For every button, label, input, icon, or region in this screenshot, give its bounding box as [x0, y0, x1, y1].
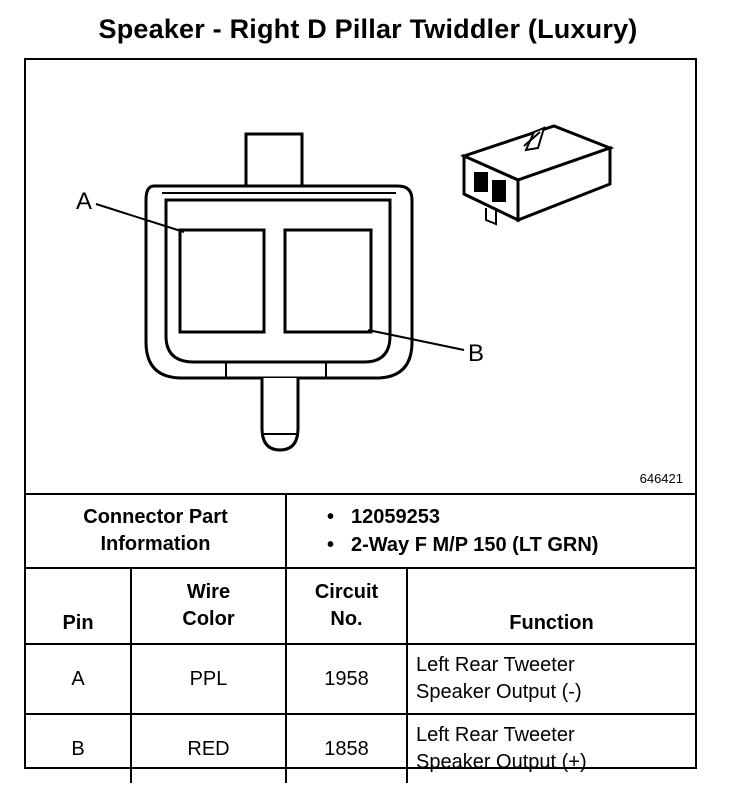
cavity-a: [178, 228, 266, 334]
callout-a-label: A: [76, 188, 93, 215]
connector-isometric-view: [459, 124, 615, 226]
connector-part-bullets: •12059253 •2-Way F M/P 150 (LT GRN): [284, 493, 696, 569]
connector-frame: A B 646421 Connector Part Information •1…: [24, 58, 697, 783]
callout-a-leader: [95, 203, 185, 233]
circuit-cell: 1858: [285, 713, 408, 783]
pin-cell: A: [26, 643, 132, 715]
connector-drawing: [95, 124, 615, 452]
pin-cell: B: [26, 713, 132, 783]
connector-type: 2-Way F M/P 150 (LT GRN): [351, 534, 599, 556]
connector-part-label: Connector Part Information: [26, 493, 287, 569]
part-number: 12059253: [351, 506, 440, 528]
connector-figure: A B 646421: [26, 60, 695, 493]
wire-color-cell: PPL: [130, 643, 287, 715]
page-title: Speaker - Right D Pillar Twiddler (Luxur…: [98, 14, 638, 44]
header-function: Function: [405, 567, 696, 645]
connector-part-label-line1: Connector Part: [83, 506, 228, 528]
callout-b-label: B: [468, 340, 485, 367]
callout-b-leader: [367, 329, 465, 351]
connector-housing-inner: [164, 198, 392, 364]
connector-part-label-line2: Information: [100, 533, 211, 555]
header-pin: Pin: [26, 567, 132, 645]
connector-top-tab: [244, 132, 304, 188]
circuit-cell: 1958: [285, 643, 408, 715]
connector-part-row: Connector Part Information •12059253 •2-…: [26, 493, 696, 569]
connector-bottom-key: [260, 378, 300, 452]
figure-id-number: 646421: [639, 471, 683, 486]
cavity-b: [283, 228, 373, 334]
wire-color-cell: RED: [130, 713, 287, 783]
connector-info-table: Connector Part Information •12059253 •2-…: [26, 493, 696, 783]
